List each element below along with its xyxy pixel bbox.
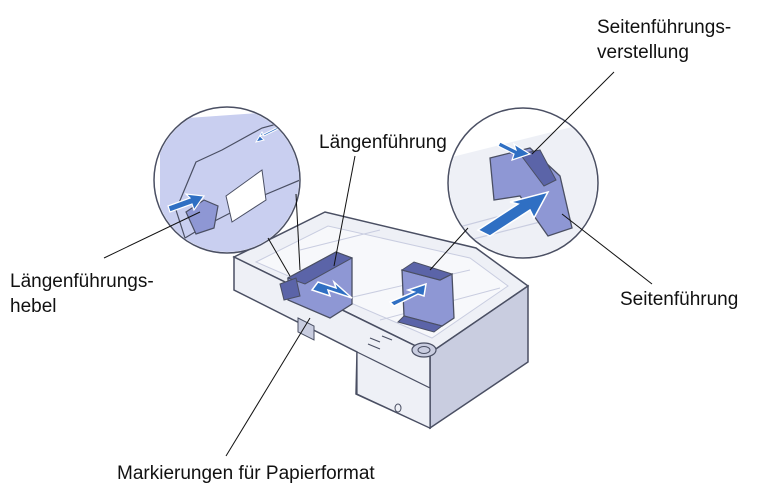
length-guide-lever[interactable] bbox=[279, 277, 301, 301]
length-guide-top bbox=[286, 251, 354, 285]
leader-paper-size-marks bbox=[225, 317, 311, 457]
callout-arrow-top bbox=[254, 127, 281, 143]
tray-front-notch bbox=[297, 317, 315, 341]
side-guide-foot bbox=[397, 315, 444, 333]
size-dial bbox=[411, 342, 437, 358]
leader-callout-left bbox=[267, 237, 291, 277]
leader-callout-right bbox=[429, 227, 469, 271]
leader-length-guide bbox=[333, 155, 356, 267]
label-side-guide-adjust-line1: Seitenführungs- bbox=[597, 17, 732, 38]
size-dial-inner bbox=[417, 346, 431, 354]
side-guide-callout bbox=[447, 107, 599, 259]
callout-guide-window bbox=[225, 169, 267, 223]
tray-rib bbox=[299, 229, 381, 251]
callout-side-guide-tab bbox=[519, 149, 557, 187]
leader-callout-left-2 bbox=[295, 193, 301, 271]
callout-arrow-left bbox=[167, 193, 206, 213]
label-length-guide-lever-line1: Längenführungs- bbox=[10, 271, 154, 292]
side-guide[interactable] bbox=[397, 261, 455, 333]
leader-side-guide-adjust bbox=[531, 71, 615, 155]
label-paper-size-marks: Markierungen für Papierformat bbox=[117, 463, 375, 484]
leader-side-guide bbox=[561, 213, 653, 285]
tray-arrows bbox=[310, 279, 427, 307]
size-marks bbox=[367, 335, 393, 350]
side-guide-top bbox=[400, 261, 454, 281]
label-length-guide: Längenführung bbox=[319, 132, 447, 153]
length-guide-arrow bbox=[310, 279, 353, 299]
label-side-guide-adjust-line2: verstellung bbox=[597, 42, 689, 63]
callout-arrow-top bbox=[497, 141, 532, 161]
leader-lines bbox=[103, 71, 653, 457]
label-length-guide-lever-line2: hebel bbox=[10, 296, 57, 317]
tray-front-panel bbox=[356, 351, 431, 429]
label-side-guide: Seitenführung bbox=[620, 289, 739, 310]
side-guide-arrow bbox=[388, 282, 427, 307]
callout-arrow-main bbox=[476, 190, 550, 237]
leader-length-guide-lever bbox=[103, 211, 201, 259]
tray-handle-hole bbox=[394, 403, 402, 413]
